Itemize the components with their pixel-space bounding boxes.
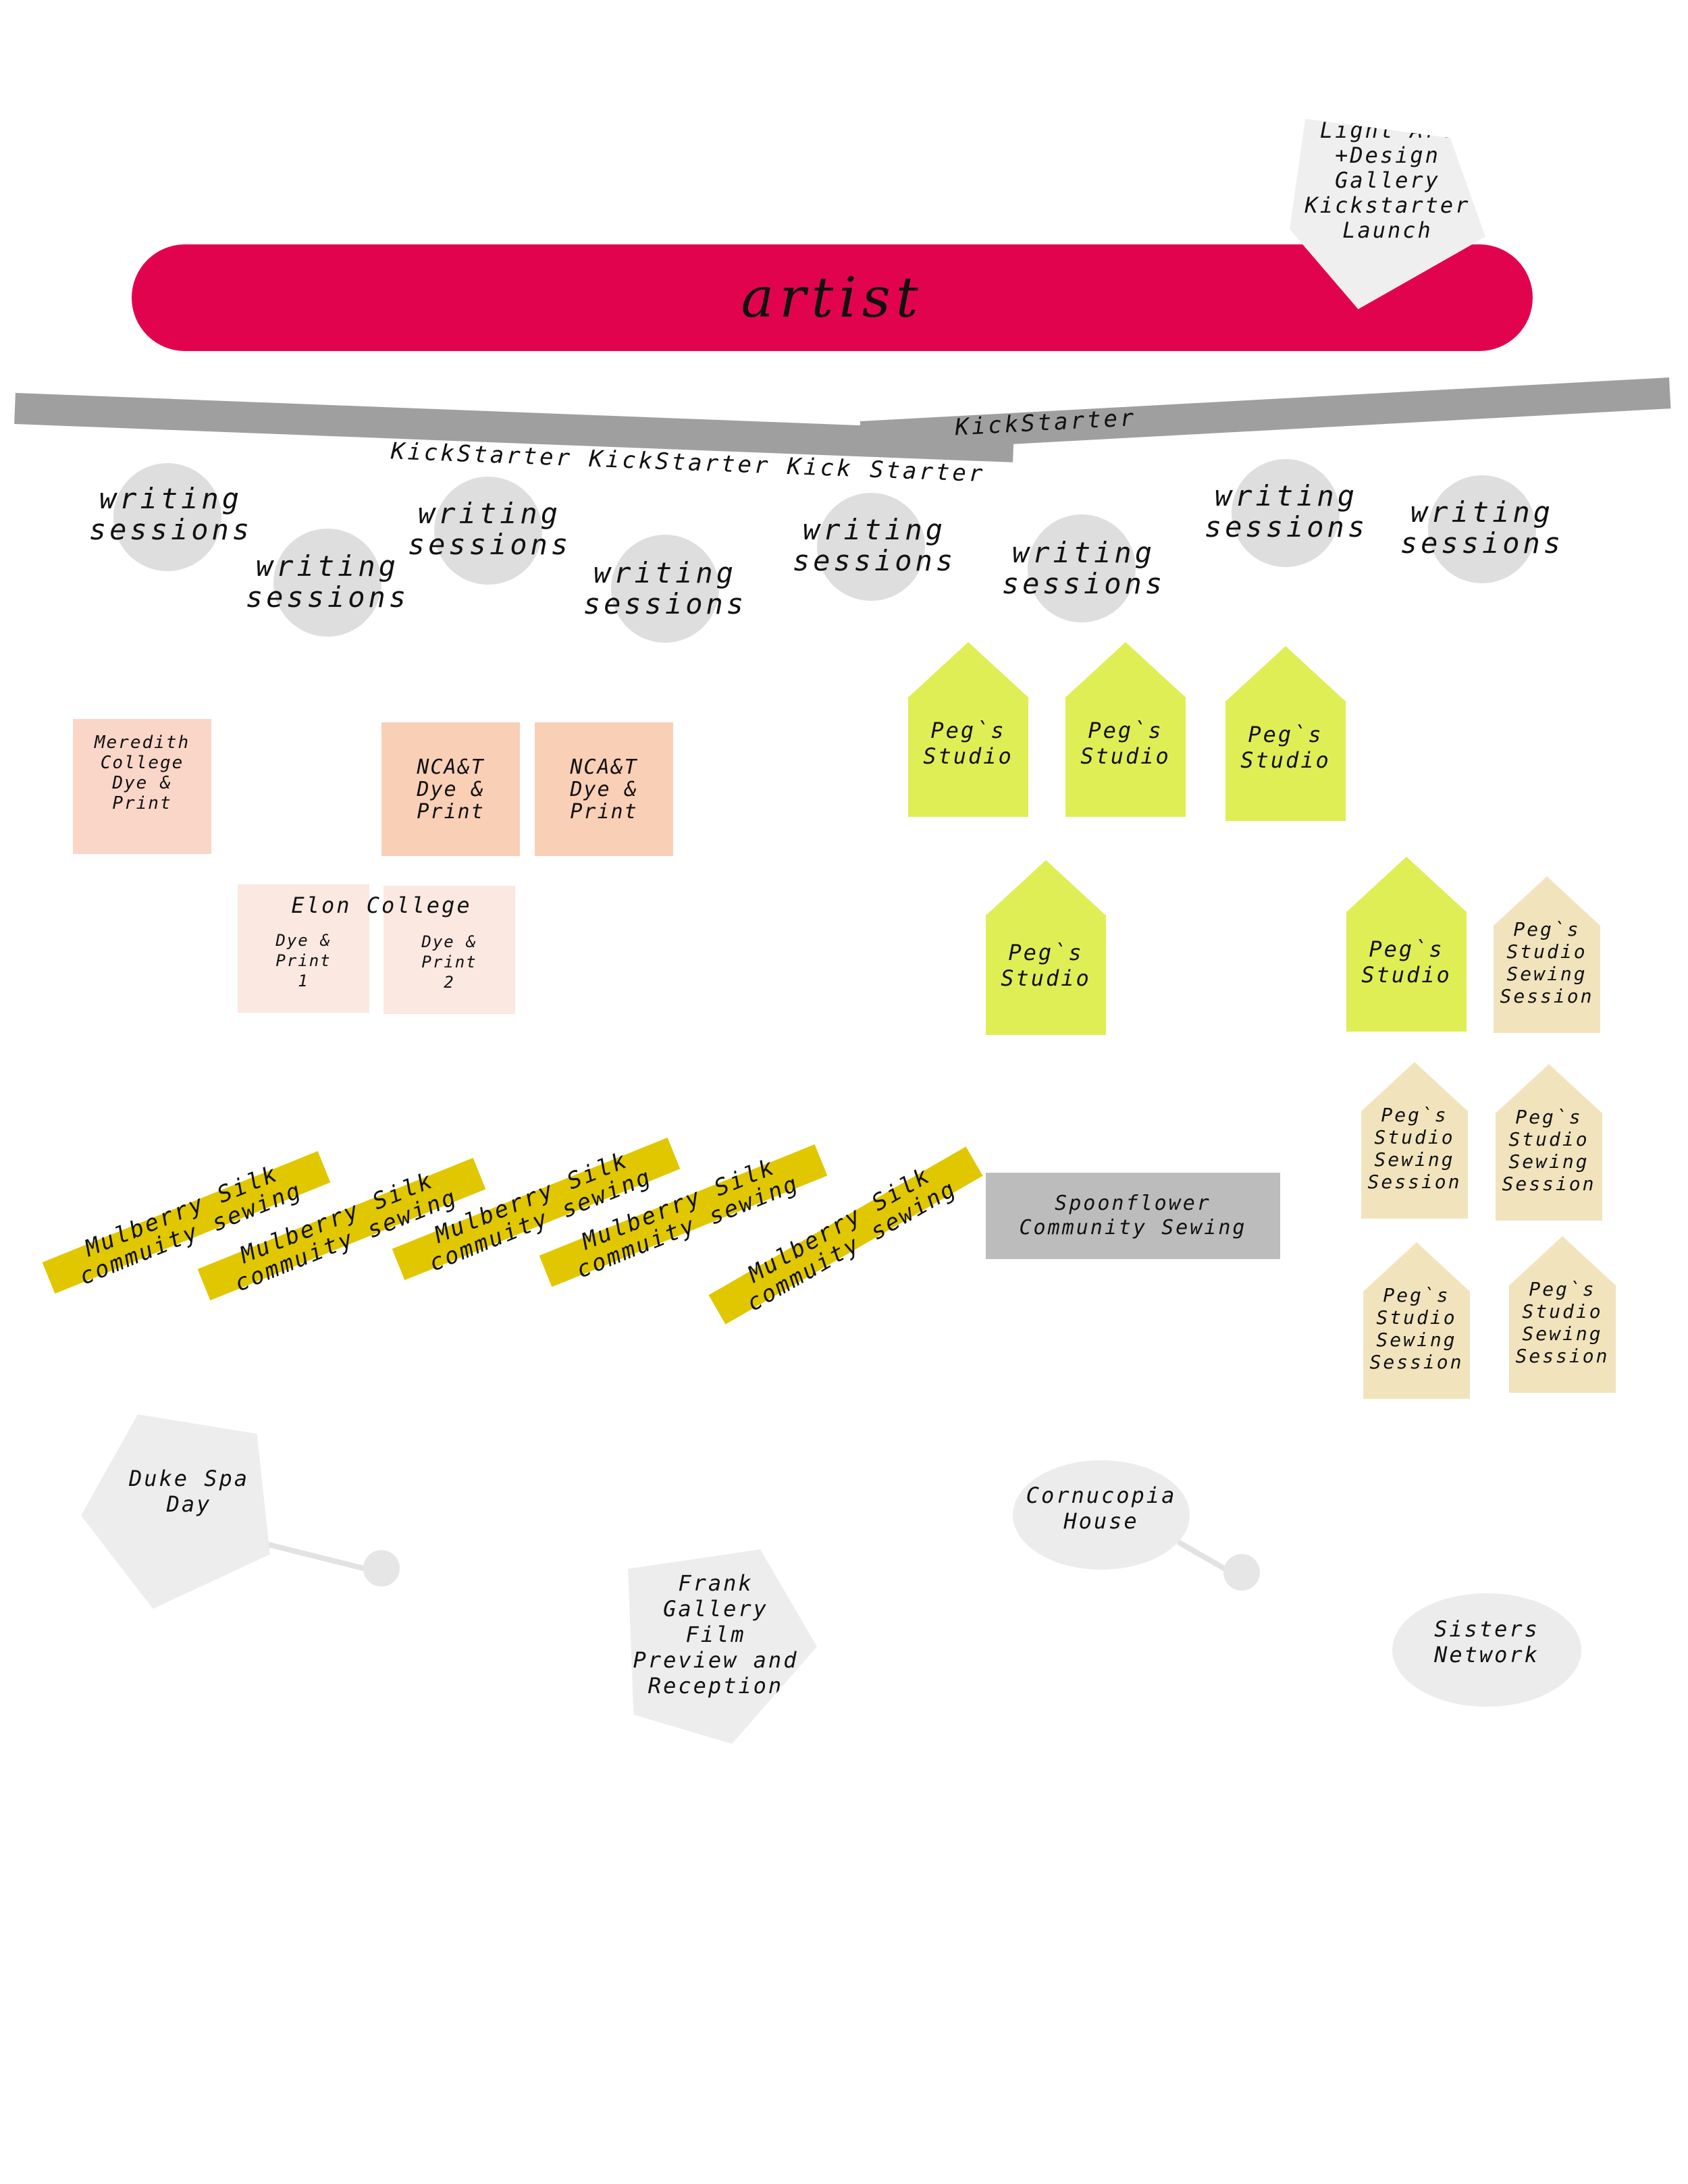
pegs-sewing-session-house[interactable]: Peg`s Studio Sewing Session <box>1363 1242 1470 1399</box>
writing-session-circle[interactable] <box>113 463 221 571</box>
duke-spa-day-node[interactable]: Duke Spa Day <box>81 1414 270 1609</box>
writing-session-label: writing sessions <box>88 482 253 546</box>
elon-label-2: Dye & Print 2 <box>421 932 477 992</box>
pegs-sewing-session-house[interactable]: Peg`s Studio Sewing Session <box>1361 1062 1468 1219</box>
writing-session-label: writing sessions <box>245 550 410 614</box>
kickstarter-banner-right[interactable]: KickStarter <box>860 377 1671 452</box>
kickstarter-banner-right-label: KickStarter <box>954 404 1138 442</box>
sisters-network-node[interactable]: Sisters Network <box>1392 1593 1581 1707</box>
pegs-studio-label: Peg`s Studio <box>1001 940 1091 991</box>
pegs-studio-label: Peg`s Studio <box>1361 936 1452 988</box>
pegs-studio-label: Peg`s Studio <box>1080 718 1171 769</box>
frank-gallery-node[interactable]: Frank Gallery Film Preview and Reception <box>628 1549 817 1744</box>
writing-session-circle[interactable] <box>611 535 719 643</box>
artist-label: artist <box>741 265 924 330</box>
writing-session-circle[interactable] <box>1428 475 1536 583</box>
writing-session-label: writing sessions <box>1400 496 1564 560</box>
pegs-studio-house[interactable]: Peg`s Studio <box>1065 642 1186 817</box>
writing-session-label: writing sessions <box>407 497 572 561</box>
pegs-sewing-session-label: Peg`s Studio Sewing Session <box>1367 1104 1462 1193</box>
writing-session-circle[interactable] <box>1028 514 1136 622</box>
cornucopia-house-label: Cornucopia House <box>1026 1483 1177 1534</box>
duke-connector-dot[interactable] <box>363 1550 400 1587</box>
elon-label-1: Dye & Print 1 <box>275 931 332 990</box>
pegs-studio-house[interactable]: Peg`s Studio <box>908 642 1028 817</box>
elon-college-title: Elon College <box>291 893 472 918</box>
writing-session-label: writing sessions <box>792 513 957 577</box>
writing-session-label: writing sessions <box>1204 479 1369 543</box>
pegs-studio-label: Peg`s Studio <box>923 718 1013 769</box>
light-art-gallery-label: Light Art +Design Gallery Kickstarter La… <box>1304 117 1471 243</box>
ncat-label-2: NCA&T Dye & Print <box>570 755 638 824</box>
cornucopia-house-node[interactable]: Cornucopia House <box>1013 1460 1190 1570</box>
frank-gallery-label: Frank Gallery Film Preview and Reception <box>633 1570 799 1699</box>
ncat-label-1: NCA&T Dye & Print <box>417 755 485 824</box>
meredith-college-note[interactable]: Meredith College Dye & Print <box>73 719 211 854</box>
pegs-studio-label: Peg`s Studio <box>1240 722 1331 773</box>
ncat-note-1[interactable]: NCA&T Dye & Print <box>381 722 520 856</box>
cornucopia-connector-dot[interactable] <box>1223 1554 1260 1591</box>
writing-session-label: writing sessions <box>1001 536 1166 600</box>
writing-session-label: writing sessions <box>583 556 747 620</box>
writing-session-circle[interactable] <box>817 493 925 601</box>
spoonflower-label: Spoonflower Community Sewing <box>1019 1192 1247 1240</box>
writing-session-circle[interactable] <box>273 529 381 637</box>
writing-session-circle[interactable] <box>1232 459 1340 567</box>
artist-bar[interactable]: artist <box>132 244 1533 351</box>
elon-note-2[interactable]: Dye & Print 2 <box>384 886 515 1014</box>
pegs-studio-house[interactable]: Peg`s Studio <box>1225 646 1346 821</box>
pegs-sewing-session-house[interactable]: Peg`s Studio Sewing Session <box>1496 1064 1602 1221</box>
pegs-studio-house[interactable]: Peg`s Studio <box>986 860 1106 1035</box>
spoonflower-community-sewing-box[interactable]: Spoonflower Community Sewing <box>986 1173 1280 1259</box>
pegs-sewing-session-label: Peg`s Studio Sewing Session <box>1369 1284 1464 1373</box>
pegs-sewing-session-house[interactable]: Peg`s Studio Sewing Session <box>1494 876 1600 1033</box>
ncat-note-2[interactable]: NCA&T Dye & Print <box>535 722 673 856</box>
pegs-sewing-session-label: Peg`s Studio Sewing Session <box>1500 918 1594 1007</box>
elon-note-1[interactable]: Dye & Print 1 <box>238 884 369 1013</box>
sisters-network-label: Sisters Network <box>1434 1616 1539 1668</box>
writing-session-circle[interactable] <box>434 477 542 585</box>
meredith-college-label: Meredith College Dye & Print <box>94 733 190 814</box>
pegs-sewing-session-house[interactable]: Peg`s Studio Sewing Session <box>1509 1236 1616 1393</box>
pegs-sewing-session-label: Peg`s Studio Sewing Session <box>1502 1106 1596 1195</box>
pegs-sewing-session-label: Peg`s Studio Sewing Session <box>1515 1278 1610 1367</box>
pegs-studio-house[interactable]: Peg`s Studio <box>1346 857 1467 1032</box>
duke-spa-day-label: Duke Spa Day <box>128 1466 250 1517</box>
